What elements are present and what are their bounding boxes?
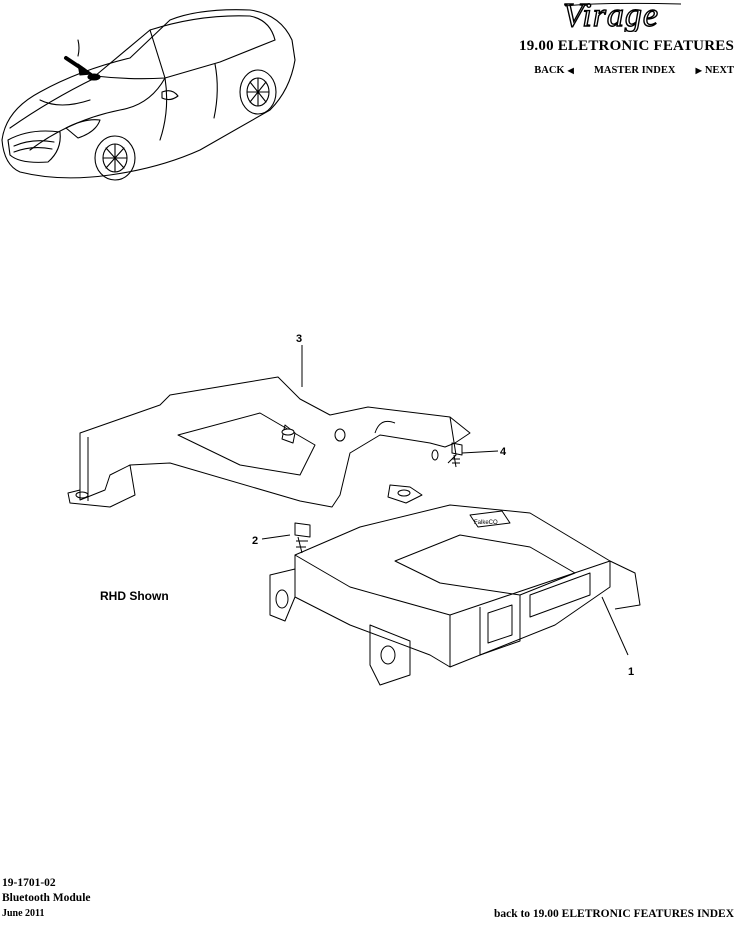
back-to-index-link[interactable]: back to 19.00 ELETRONIC FEATURES INDEX: [493, 908, 734, 920]
back-link[interactable]: BACK◀: [534, 65, 577, 76]
callout-3: 3: [296, 333, 302, 345]
mounting-bracket: [67, 376, 471, 508]
footer-info: 19-1701-02 Bluetooth Module June 2011: [2, 876, 91, 921]
screw-4: [451, 442, 463, 468]
car-locator-illustration: [1, 9, 296, 181]
callout-4: 4: [500, 446, 507, 458]
bluetooth-module: FalkeCO: [269, 504, 641, 686]
virage-logo: Virage: [562, 0, 682, 32]
svg-text:Virage: Virage: [563, 0, 659, 32]
issue-date: June 2011: [2, 908, 45, 919]
next-link[interactable]: ▶NEXT: [693, 65, 734, 76]
part-number: 19-1701-02: [2, 877, 56, 889]
callout-2: 2: [252, 535, 258, 547]
left-triangle-icon: ◀: [567, 66, 574, 75]
next-label: NEXT: [704, 65, 734, 76]
callout-1: 1: [628, 666, 634, 678]
rhd-shown-note: RHD Shown: [100, 589, 169, 603]
master-index-link[interactable]: MASTER INDEX: [594, 65, 676, 76]
part-name: Bluetooth Module: [2, 892, 91, 904]
section-title: 19.00 ELETRONIC FEATURES: [519, 38, 734, 54]
back-label: BACK: [534, 65, 565, 76]
module-brand-label: FalkeCO: [474, 520, 498, 526]
right-triangle-icon: ▶: [695, 66, 702, 75]
screw-2: [294, 522, 311, 554]
nav-bar: BACK◀ MASTER INDEX ▶NEXT: [534, 65, 734, 76]
bluetooth-module-diagram: FalkeCO 3 4 2 1: [67, 333, 641, 686]
